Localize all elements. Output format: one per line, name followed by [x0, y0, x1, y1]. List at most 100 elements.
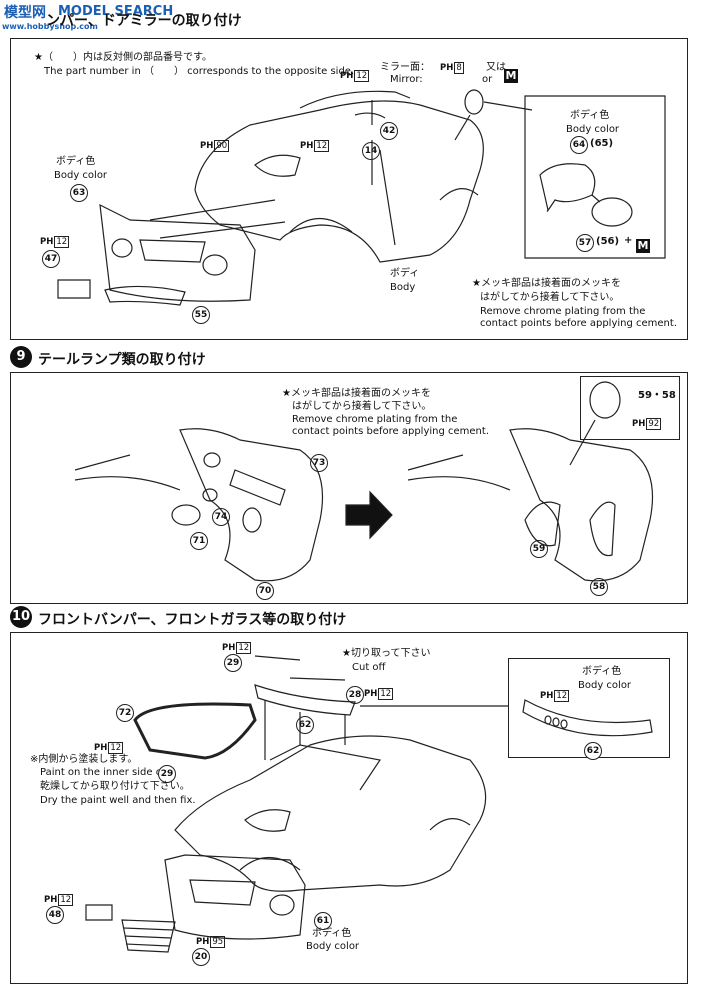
step8-chrome-jp1: ★メッキ部品は接着面のメッキを — [472, 278, 621, 289]
step8-body-jp: ボディ — [390, 268, 420, 279]
step10-inset — [508, 658, 670, 758]
part-61: 61 — [314, 912, 332, 930]
m-icon-57: M — [636, 239, 650, 253]
mirror-or-en: or — [482, 74, 493, 85]
part-55-piece — [104, 285, 186, 306]
part-58: 58 — [590, 578, 608, 596]
part-55: 55 — [192, 306, 210, 324]
step9-chrome-jp1: ★メッキ部品は接着面のメッキを — [282, 388, 431, 399]
part-59-58: 59・58 — [638, 390, 676, 401]
part-74-lamp — [202, 488, 218, 502]
step9-right-rear — [509, 428, 653, 582]
paint-jp1: ※内側から塗装します。 — [30, 754, 138, 765]
step9-panel — [10, 372, 688, 604]
step9-inset-lamp — [589, 381, 621, 419]
part-64-housing — [539, 163, 596, 212]
part-47: 47 — [42, 250, 60, 268]
step9-inset-leader — [569, 419, 596, 466]
part-20: 20 — [192, 948, 210, 966]
part-70: 70 — [256, 582, 274, 600]
step8-wheel-front — [289, 218, 353, 233]
step8-hood-scoop — [254, 154, 301, 177]
step10-hood-scoop — [244, 809, 291, 832]
arrow-bumper-1 — [149, 199, 276, 221]
step9-bumper-detail — [229, 469, 286, 506]
part-42: 42 — [380, 122, 398, 140]
step8-door-line — [379, 149, 396, 246]
part-48-plate — [85, 904, 113, 921]
paint-en1: Paint on the inner side of — [40, 767, 166, 778]
grille-bar-2 — [124, 935, 172, 939]
part-57: 57 — [576, 234, 594, 252]
cut-en: Cut off — [352, 662, 386, 673]
step8-wheel-rear — [439, 188, 479, 201]
step8-chrome-jp2: はがしてから接着して下さい。 — [480, 292, 620, 303]
step8-headlight-l — [111, 238, 133, 258]
step9-left-deck — [74, 476, 181, 491]
part-28-trim — [289, 677, 346, 681]
step8-bodycolor-jp: ボディ色 — [56, 156, 96, 167]
inset-bodycolor-en: Body color — [578, 680, 632, 691]
inset-hole-3 — [560, 719, 568, 729]
step10-car-body — [174, 735, 487, 892]
mirror-bodycolor-jp: ボディ色 — [570, 110, 610, 121]
part-70-lamp — [242, 507, 262, 533]
mirror-or-jp: 又は — [486, 62, 506, 73]
inset-hole-2 — [552, 717, 560, 727]
part-62-trim — [254, 684, 356, 716]
mirror-inset-box — [524, 95, 666, 259]
step9-right-deck — [407, 476, 511, 491]
grille-bar-1 — [123, 927, 174, 931]
step8-title: ンパー、ドアミラーの取り付け — [46, 13, 242, 29]
part-59-lens — [524, 501, 561, 547]
part-63: 63 — [70, 184, 88, 202]
step8-bumper-grille — [139, 239, 206, 263]
mirror-bodycolor-en: Body color — [566, 124, 620, 135]
paint-en2: Dry the paint well and then fix. — [40, 795, 196, 806]
part-72-windshield — [133, 702, 257, 760]
step8-windshield — [299, 90, 411, 109]
part-42-mirror — [354, 112, 386, 119]
step8-note-jp: ★（ ）内は反対側の部品番号です。 — [34, 52, 212, 63]
part-29: 29 — [224, 654, 242, 672]
mirror-label-jp: ミラー面： — [380, 62, 430, 73]
cut-jp: ★切り取って下さい — [342, 648, 431, 659]
step8-bodycolor-en: Body color — [54, 170, 108, 181]
step10-bodycolor-en: Body color — [306, 941, 360, 952]
step9-left-rear — [179, 428, 324, 582]
step9-big-arrow — [345, 490, 393, 540]
part-29-note: 29 — [158, 765, 176, 783]
part-64: 64 — [570, 136, 588, 154]
watermark-url: www.hobbyshop.com — [2, 22, 98, 31]
step9-chrome-en1: Remove chrome plating from the — [292, 414, 458, 425]
part-48: 48 — [46, 906, 64, 924]
part-73: 73 — [310, 454, 328, 472]
step8-chrome-en1: Remove chrome plating from the — [480, 306, 646, 317]
step9-chrome-jp2: はがしてから接着して下さい。 — [292, 401, 432, 412]
watermark-text: MODEL SEARCH — [58, 4, 174, 19]
step10-wheel-rear — [429, 818, 471, 831]
step10-bumper-opening — [189, 879, 256, 906]
part-29-trim — [254, 655, 301, 661]
part-72: 72 — [116, 704, 134, 722]
part-62-inset: 62 — [584, 742, 602, 760]
step10-headlight — [269, 894, 295, 916]
part-71: 71 — [190, 532, 208, 550]
step9-inset — [580, 376, 680, 440]
watermark-logo: 模型网 — [4, 5, 46, 21]
step8-headlight-r — [202, 254, 228, 276]
mirror-leader-1 — [483, 101, 533, 111]
step10-bodycolor-jp: ボディ色 — [312, 928, 352, 939]
step8-bumper — [99, 203, 256, 302]
step9-recess — [203, 452, 221, 468]
